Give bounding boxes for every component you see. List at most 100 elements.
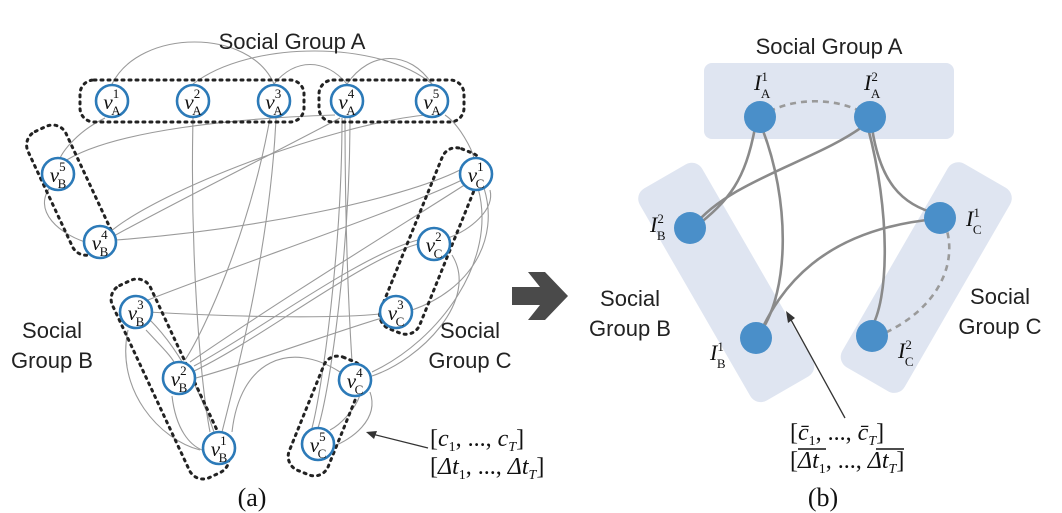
node-i-c2 bbox=[856, 320, 888, 352]
edge-c1-c3 bbox=[411, 187, 489, 311]
edge-a2-a5 bbox=[192, 50, 433, 85]
node-i-a1 bbox=[744, 101, 776, 133]
svg-text:v1A: v1A bbox=[103, 86, 121, 118]
group-box-c-lower bbox=[286, 354, 366, 478]
edge-b3-c1 bbox=[147, 179, 463, 301]
svg-text:v5A: v5A bbox=[423, 86, 441, 118]
edge-ia2-ic2 bbox=[866, 127, 887, 331]
annotation-arrowhead-b bbox=[786, 311, 795, 323]
edge-a4-c5b bbox=[311, 117, 343, 429]
panel-b-label-group-c-line2: Group C bbox=[958, 314, 1041, 339]
panel-b-nodes bbox=[674, 101, 956, 354]
panel-b-caption: (b) bbox=[808, 483, 838, 512]
edge-a1-a3 bbox=[111, 41, 275, 85]
node-i-a2 bbox=[854, 101, 886, 133]
svg-text:v4B: v4B bbox=[92, 227, 109, 259]
annotation-arrowhead-a bbox=[366, 431, 377, 439]
panel-a-label-group-a: Social Group A bbox=[219, 29, 366, 54]
svg-text:v3C: v3C bbox=[388, 297, 405, 329]
edge-a3-b1 bbox=[221, 117, 277, 433]
group-box-a-right bbox=[317, 78, 466, 124]
edge-c4-c5b bbox=[329, 394, 361, 431]
svg-text:v3B: v3B bbox=[128, 297, 145, 329]
svg-text:v2B: v2B bbox=[171, 363, 188, 395]
panel-a-label-group-c-line1: Social bbox=[440, 318, 500, 343]
edge-b3-c3 bbox=[147, 311, 381, 318]
svg-text:v2A: v2A bbox=[184, 86, 202, 118]
panel-a-edge-annotation: [c1, ..., cT] [Δt1, ..., ΔtT] bbox=[366, 426, 544, 483]
svg-text:v4A: v4A bbox=[338, 86, 356, 118]
edge-c1-c2 bbox=[447, 189, 492, 239]
panel-a-label-group-b-line2: Group B bbox=[11, 348, 93, 373]
edge-b2-c2b bbox=[193, 239, 419, 367]
node-i-b2 bbox=[674, 212, 706, 244]
svg-text:v5B: v5B bbox=[50, 159, 67, 191]
edge-ic1-ic2 bbox=[877, 221, 951, 338]
svg-text:v3A: v3A bbox=[265, 86, 283, 118]
cluster-bg-c bbox=[840, 162, 1012, 393]
svg-text:v5C: v5C bbox=[310, 429, 327, 461]
panel-a-label-group-c-line2: Group C bbox=[428, 348, 511, 373]
svg-text:v2C: v2C bbox=[426, 229, 443, 261]
edge-b1-c4 bbox=[231, 356, 341, 433]
transform-arrow-icon bbox=[512, 272, 568, 320]
panel-b-label-group-a: Social Group A bbox=[756, 34, 903, 59]
panel-b-edge-annotation: [c̄1, ..., c̄T] [Δt1, ..., ΔtT] bbox=[786, 311, 904, 477]
panel-b-annotation-line1: [c̄1, ..., c̄T] bbox=[790, 420, 884, 449]
panel-b-annotation-line2: [Δt1, ..., ΔtT] bbox=[790, 448, 904, 477]
panel-a-annotation-line1: [c1, ..., cT] bbox=[430, 426, 524, 455]
annotation-arrow-a bbox=[371, 433, 429, 449]
edge-a4-b4 bbox=[113, 117, 341, 237]
edge-b2-c3 bbox=[195, 317, 383, 379]
edge-a5-c1 bbox=[444, 114, 475, 159]
node-i-c1 bbox=[924, 202, 956, 234]
panel-b-label-group-c-line1: Social bbox=[970, 284, 1030, 309]
edge-b2-c1 bbox=[189, 183, 467, 363]
panel-a-annotation-line2: [Δt1, ..., ΔtT] bbox=[430, 454, 544, 483]
edge-b3-b1b bbox=[149, 319, 215, 433]
group-box-a-left bbox=[78, 78, 306, 124]
panel-a-group-boxes bbox=[25, 78, 484, 481]
edge-a1-b5 bbox=[57, 117, 106, 164]
edge-c1-c4 bbox=[371, 187, 483, 373]
panel-a-caption: (a) bbox=[238, 483, 267, 512]
panel-a-label-group-b-line1: Social bbox=[22, 318, 82, 343]
edge-a4-b5 bbox=[61, 114, 336, 164]
edge-b3-b1 bbox=[125, 329, 201, 451]
edge-a4-c5 bbox=[317, 117, 351, 429]
edge-c4-c5 bbox=[333, 391, 373, 447]
edge-b4-c1 bbox=[115, 169, 461, 241]
svg-text:v1C: v1C bbox=[468, 159, 485, 191]
edge-a4-a5 bbox=[346, 57, 433, 85]
annotation-arrow-b bbox=[789, 317, 846, 419]
svg-text:v4C: v4C bbox=[347, 365, 364, 397]
group-box-c-upper bbox=[378, 146, 484, 336]
edge-ia1-ib2 bbox=[693, 127, 757, 230]
edge-ib1-ic1 bbox=[758, 217, 937, 334]
node-i-b1 bbox=[740, 322, 772, 354]
panel-b-label-group-b-line1: Social bbox=[600, 286, 660, 311]
